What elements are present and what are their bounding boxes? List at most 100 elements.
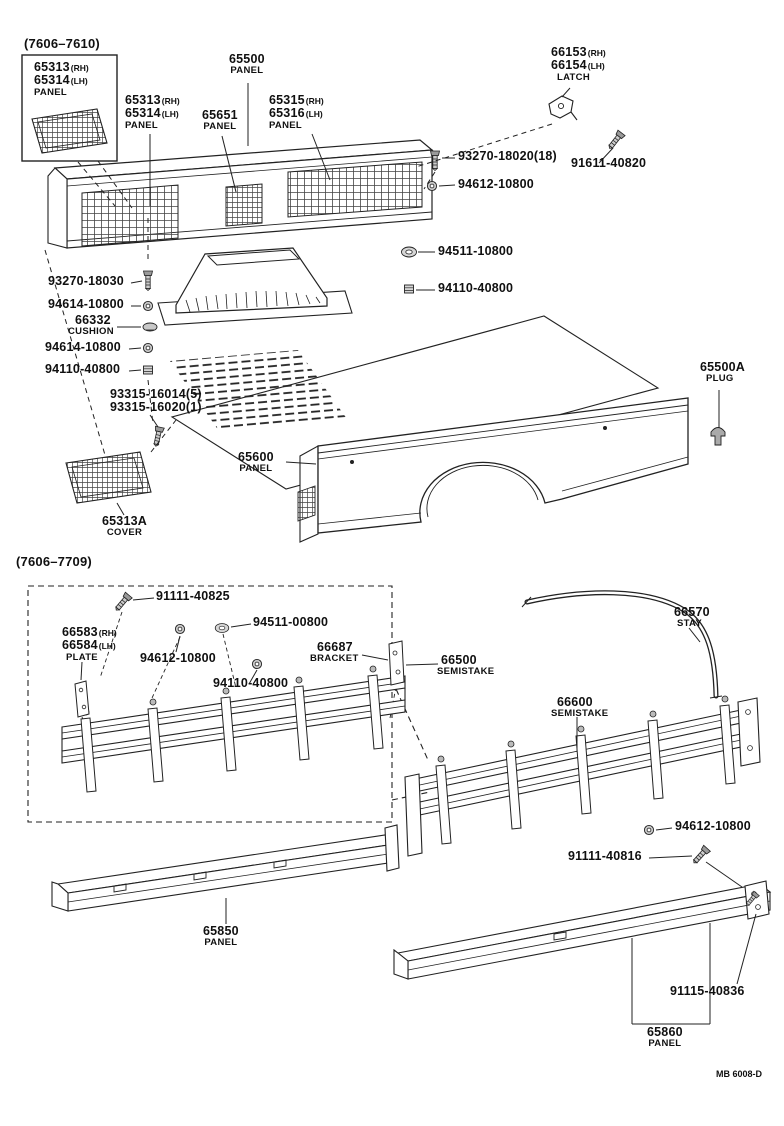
- part-name: SEMISTAKE: [437, 666, 495, 678]
- part-name: PANEL: [125, 119, 158, 131]
- fasteners-top: [142, 129, 726, 448]
- label-91611-40820: 91611-40820: [571, 156, 647, 170]
- label-94110-40800-c: 94110-40800: [213, 676, 289, 690]
- label-65313-panel: 65313(RH) 65314(LH) PANEL: [125, 93, 180, 131]
- part-number: 66584: [62, 638, 98, 653]
- label-65850-panel: 65850 PANEL: [203, 924, 239, 949]
- part-number: 66687: [317, 640, 353, 654]
- panel-65850: [51, 824, 400, 912]
- part-name: COVER: [106, 527, 143, 539]
- part-name: PLUG: [706, 373, 734, 385]
- label-65315-panel: 65315(RH) 65316(LH) PANEL: [269, 93, 324, 131]
- bed-side-panel-65600: [297, 397, 689, 543]
- label-66600-semistake: 66600 SEMISTAKE: [551, 695, 609, 720]
- production-range-bottom: (7606–7709): [16, 554, 92, 569]
- part-number: 65313: [34, 60, 70, 74]
- label-94511-00800: 94511-00800: [253, 615, 329, 629]
- front-panel-65500: [47, 139, 434, 249]
- part-name: PLATE: [66, 651, 98, 663]
- label-66583-plate: 66583(RH) 66584(LH) PLATE: [62, 625, 117, 663]
- label-66570-stay: 66570 STAY: [674, 605, 710, 629]
- label-94614-10800-a: 94614-10800: [48, 297, 124, 311]
- part-name: PANEL: [239, 463, 273, 475]
- part-number: 65316: [269, 106, 305, 121]
- semistake-66500: [61, 665, 406, 793]
- part-number: 66600: [557, 695, 593, 709]
- part-name: PANEL: [204, 937, 238, 949]
- plate-66583-glyph: [74, 680, 90, 718]
- production-range-top: (7606–7610): [24, 36, 100, 51]
- part-number: 65850: [203, 924, 239, 938]
- label-94110-40800-b: 94110-40800: [45, 362, 121, 376]
- label-65600-panel: 65600 PANEL: [238, 450, 274, 475]
- side-suffix: (RH): [587, 48, 606, 58]
- inset-box: [21, 54, 118, 162]
- part-number: 65860: [647, 1025, 683, 1039]
- plug-65500a-glyph: [710, 427, 726, 446]
- side-suffix: (LH): [161, 109, 179, 120]
- label-66332-cushion: 66332 CUSHION: [68, 313, 114, 337]
- part-number: 66500: [441, 653, 477, 667]
- fasteners-bottom: [74, 591, 760, 909]
- part-name: SEMISTAKE: [551, 708, 609, 720]
- label-94612-10800-c: 94612-10800: [675, 819, 751, 833]
- cover-65313a: [65, 451, 152, 504]
- leader-lines-top: [116, 83, 720, 516]
- label-65651: 65651 PANEL: [202, 108, 238, 133]
- label-65313a-cover: 65313A COVER: [102, 514, 147, 539]
- label-91115-40836: 91115-40836: [670, 984, 745, 998]
- side-suffix: (RH): [70, 63, 89, 73]
- part-number: 65313: [125, 93, 161, 107]
- part-name: PANEL: [203, 121, 237, 133]
- page-code: MB 6008-D: [716, 1069, 763, 1079]
- label-93270-18030: 93270-18030: [48, 274, 124, 288]
- cushion-66332-glyph: [142, 322, 158, 332]
- label-93315-screws: 93315-16014(5) 93315-16020(1): [110, 387, 202, 415]
- label-66153-latch: 66153(RH) 66154(LH) LATCH: [551, 45, 606, 83]
- part-number: 65314: [34, 73, 70, 88]
- side-suffix: (LH): [70, 76, 88, 87]
- label-91111-40816: 91111-40816: [568, 849, 642, 863]
- label-94511-10800: 94511-10800: [438, 244, 514, 258]
- latch-66153: [548, 95, 578, 121]
- panel-65860: [393, 880, 772, 980]
- part-name: PANEL: [269, 119, 302, 131]
- semistake-66600: [404, 695, 761, 857]
- part-number: 65500A: [700, 360, 745, 374]
- leader-lines-bottom: [80, 597, 757, 1025]
- part-number: 65651: [202, 108, 238, 122]
- part-number: 65600: [238, 450, 274, 464]
- label-93270-18020: 93270-18020(18): [458, 149, 557, 163]
- side-suffix: (LH): [98, 641, 116, 652]
- label-94110-40800: 94110-40800: [438, 281, 514, 295]
- part-number: 65500: [229, 52, 265, 66]
- label-94614-10800-b: 94614-10800: [45, 340, 121, 354]
- part-number: 93315-16014(5): [110, 387, 202, 401]
- side-suffix: (LH): [587, 61, 605, 72]
- part-name: PANEL: [648, 1038, 682, 1050]
- side-suffix: (RH): [161, 96, 180, 106]
- part-number: 65313A: [102, 514, 147, 528]
- part-name: LATCH: [557, 71, 590, 83]
- label-inset-65313: 65313(RH) 65314(LH) PANEL: [34, 60, 89, 98]
- label-65500a-plug: 65500A PLUG: [700, 360, 745, 385]
- part-name: PANEL: [34, 86, 67, 98]
- side-suffix: (RH): [305, 96, 324, 106]
- part-number: 93315-16020(1): [110, 400, 202, 415]
- center-hump-panel-65651: [157, 247, 353, 326]
- side-suffix: (RH): [98, 628, 117, 638]
- dashed-lines-top: [44, 123, 553, 456]
- stay-66570: [521, 590, 723, 699]
- label-94612-10800: 94612-10800: [458, 177, 534, 191]
- part-number: 65314: [125, 106, 161, 121]
- bracket-66687-glyph: [388, 640, 405, 686]
- label-65500: 65500 PANEL: [229, 52, 265, 76]
- part-number: 65315: [269, 93, 305, 107]
- part-number: 66570: [674, 605, 710, 619]
- label-66687-bracket: 66687 BRACKET: [310, 640, 359, 664]
- part-number: 66153: [551, 45, 587, 59]
- label-66500-semistake: 66500 SEMISTAKE: [437, 653, 495, 678]
- part-number: 66332: [75, 313, 111, 327]
- label-94612-10800-b: 94612-10800: [140, 651, 216, 665]
